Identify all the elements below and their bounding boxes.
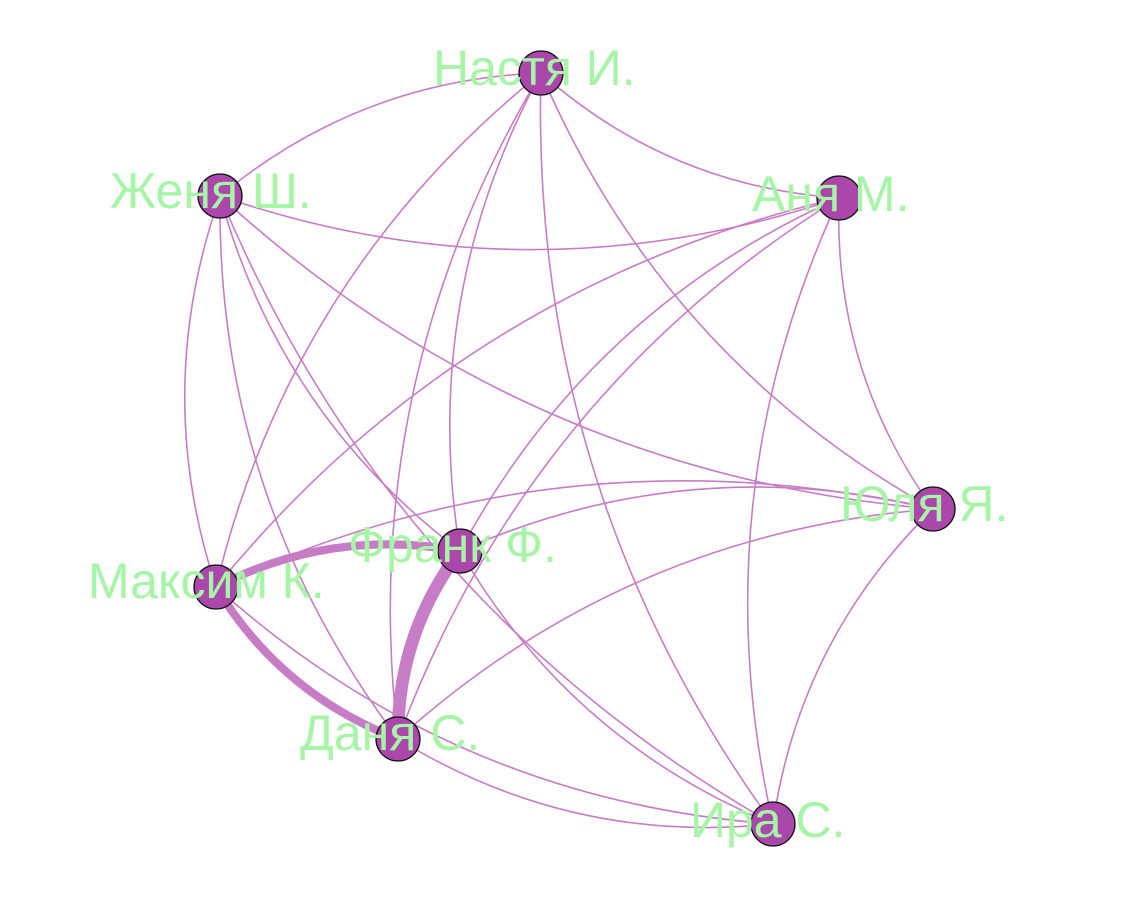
edge-zhenya-maksim — [183, 195, 221, 588]
edge-nastya-maksim — [215, 72, 542, 588]
edge-anya-danya — [397, 197, 840, 740]
edge-zhenya-anya — [219, 195, 840, 251]
node-label-yulya: Юля Я. — [840, 476, 1008, 532]
edge-nastya-ira — [539, 72, 774, 825]
edge-anya-ira — [746, 197, 840, 825]
edge-zhenya-danya — [219, 195, 399, 740]
node-frank — [437, 528, 483, 574]
edge-yulya-frank — [459, 486, 934, 552]
edge-zhenya-frank — [219, 195, 461, 552]
node-ira — [750, 801, 796, 847]
edge-frank-danya — [391, 547, 466, 740]
edge-zhenya-yulya — [219, 195, 934, 510]
edge-frank-maksim — [214, 540, 461, 591]
edge-yulya-ira — [772, 508, 934, 825]
edge-nastya-zhenya — [219, 72, 542, 197]
node-nastya — [518, 50, 564, 96]
edge-anya-yulya — [837, 197, 934, 510]
node-label-danya: Даня С. — [300, 705, 480, 761]
edge-nastya-anya — [540, 72, 840, 199]
node-zhenya — [197, 173, 243, 219]
edge-anya-frank — [459, 197, 840, 552]
node-danya — [375, 716, 421, 762]
edge-frank-ira — [459, 550, 774, 825]
label-layer: Настя И. Аня М. Женя Ш. Юля Я. Франк Ф. Макси… — [88, 40, 1008, 848]
node-yulya — [910, 486, 956, 532]
edge-nastya-frank — [448, 72, 542, 552]
edge-anya-maksim — [215, 197, 840, 588]
node-label-ira: Ира С. — [690, 792, 845, 848]
node-label-maksim: Максим К. — [88, 553, 325, 609]
node-label-frank: Франк Ф. — [348, 517, 557, 573]
edge-yulya-danya — [397, 508, 934, 740]
node-label-zhenya: Женя Ш. — [110, 163, 312, 219]
edge-nastya-yulya — [540, 72, 934, 510]
edge-nastya-danya — [389, 72, 542, 740]
node-layer — [193, 50, 956, 847]
edge-maksim-ira — [215, 586, 774, 825]
node-anya — [816, 175, 862, 221]
edge-danya-ira — [397, 738, 774, 829]
node-label-nastya: Настя И. — [433, 40, 636, 96]
node-label-anya: Аня М. — [752, 166, 909, 222]
edge-maksim-danya — [212, 584, 400, 743]
node-maksim — [193, 564, 239, 610]
